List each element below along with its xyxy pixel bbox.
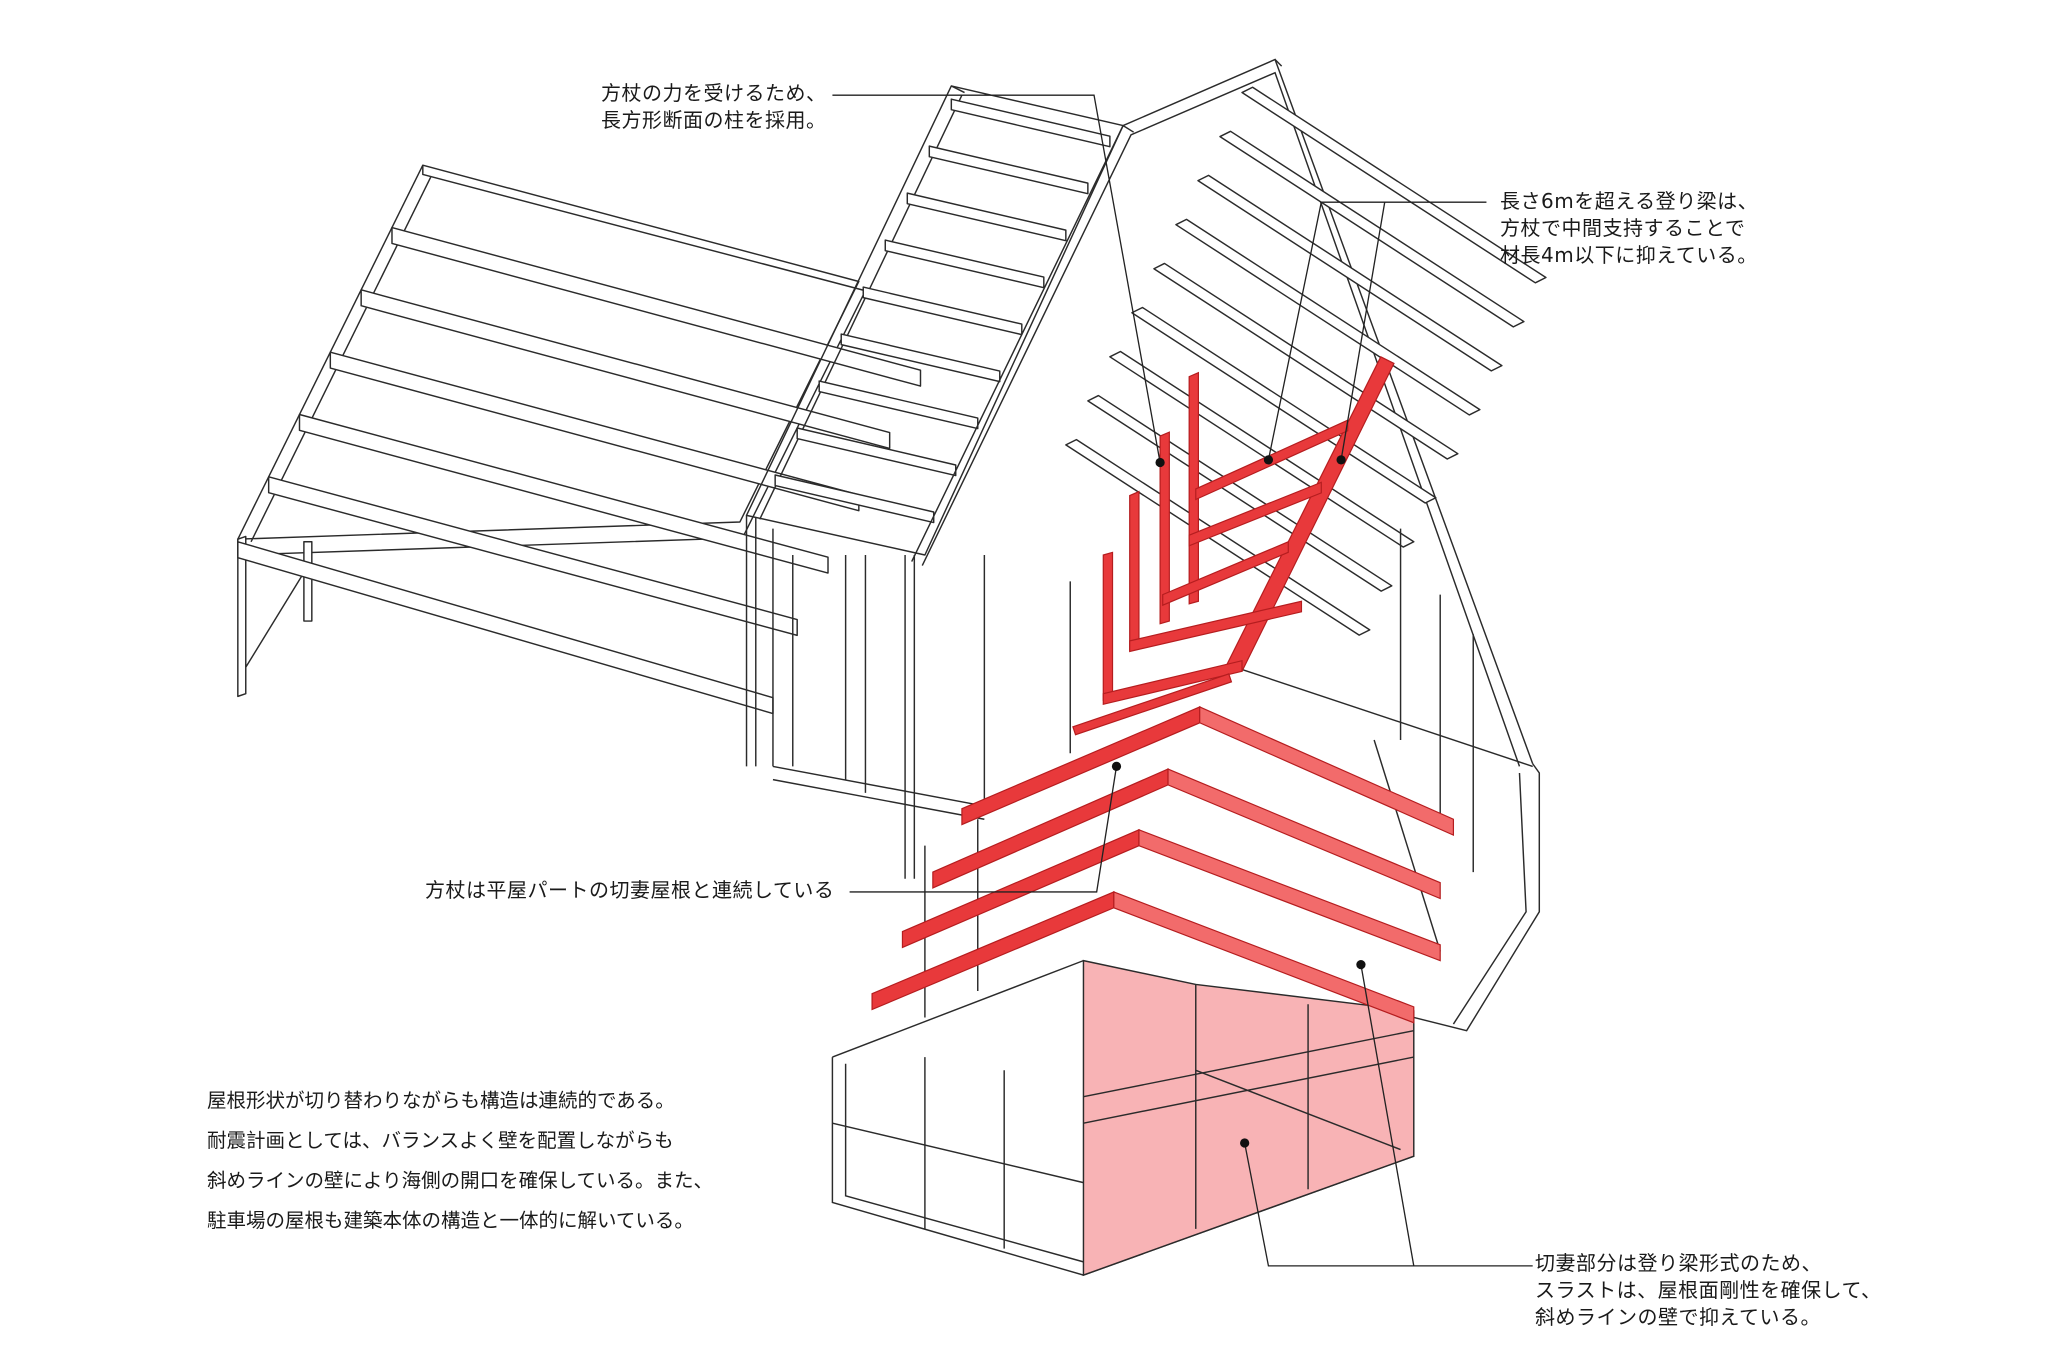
annotation-line: 方杖の力を受けるため、: [601, 81, 827, 105]
central-block-rung: [840, 333, 1001, 383]
gable-rafter: [1065, 438, 1371, 636]
description-line: 耐震計画としては、バランスよく壁を配置しながらも: [207, 1129, 674, 1152]
flat-roof-beam: [267, 476, 798, 637]
gable-rafter: [1197, 174, 1503, 372]
gable-rafter: [1131, 306, 1437, 504]
central-block-rung: [884, 239, 1045, 289]
flat-roof-beam: [329, 351, 860, 512]
flat-roof-beam: [360, 289, 891, 450]
central-block-rung: [818, 380, 979, 430]
annotation-brace-column: 方杖の力を受けるため、 長方形断面の柱を採用。: [601, 80, 827, 134]
central-block-rung: [862, 286, 1023, 336]
red-rafter-right: [1167, 768, 1441, 900]
pink-wall-frame: [1083, 984, 1414, 1229]
annotation-line: スラストは、屋根面剛性を確保して、: [1535, 1278, 1882, 1302]
annotation-line: 斜めラインの壁で抑えている。: [1535, 1305, 1821, 1329]
gable-rafter: [1241, 86, 1547, 284]
description-line: 斜めラインの壁により海側の開口を確保している。また、: [207, 1169, 714, 1192]
central-block-rung: [906, 192, 1067, 242]
annotation-brace-continuous: 方杖は平屋パートの切妻屋根と連続している: [425, 877, 834, 904]
highlighted-rafters: [871, 706, 1455, 1024]
central-block-rung: [774, 474, 935, 524]
central-block-rung: [950, 98, 1111, 148]
red-rafter-right: [1113, 891, 1415, 1024]
annotation-line: 材長4m以下に抑えている。: [1500, 243, 1758, 267]
central-block-rung: [928, 145, 1089, 195]
annotation-line: 方杖で中間支持することで: [1500, 216, 1746, 240]
flat-roof-wing-frame: [237, 164, 922, 767]
flat-roof-beam: [298, 413, 829, 574]
annotation-line: 長さ6mを超える登り梁は、: [1500, 189, 1759, 213]
red-rafter-right: [1199, 706, 1455, 837]
flat-roof-beam: [391, 226, 922, 387]
gable-rafter: [1153, 262, 1459, 460]
gable-wing-frame: [911, 58, 1547, 1032]
leader-lines: [832, 94, 1533, 1267]
annotation-gable-thrust: 切妻部分は登り梁形式のため、 スラストは、屋根面剛性を確保して、 斜めラインの壁…: [1535, 1250, 1882, 1331]
red-rafter-left: [871, 891, 1115, 1011]
red-rafter-right: [1138, 828, 1441, 962]
gable-rafter: [1175, 218, 1481, 416]
central-block-rung: [796, 427, 957, 477]
annotation-rafter-length: 長さ6mを超える登り梁は、 方杖で中間支持することで 材長4m以下に抑えている。: [1500, 188, 1758, 269]
annotation-line: 方杖は平屋パートの切妻屋根と連続している: [425, 878, 835, 902]
annotation-line: 長方形断面の柱を採用。: [601, 108, 827, 132]
gable-rafter: [1109, 350, 1415, 548]
gable-rafter: [1219, 130, 1525, 328]
description-line: 駐車場の屋根も建築本体の構造と一体的に解いている。: [207, 1209, 694, 1232]
highlighted-diagonal-wall: [1082, 959, 1415, 1277]
description-line: 屋根形状が切り替わりながらも構造は連続的である。: [207, 1089, 675, 1112]
annotation-line: 切妻部分は登り梁形式のため、: [1535, 1251, 1822, 1275]
description-paragraph: 屋根形状が切り替わりながらも構造は連続的である。 耐震計画としては、バランスよく…: [207, 1081, 713, 1241]
